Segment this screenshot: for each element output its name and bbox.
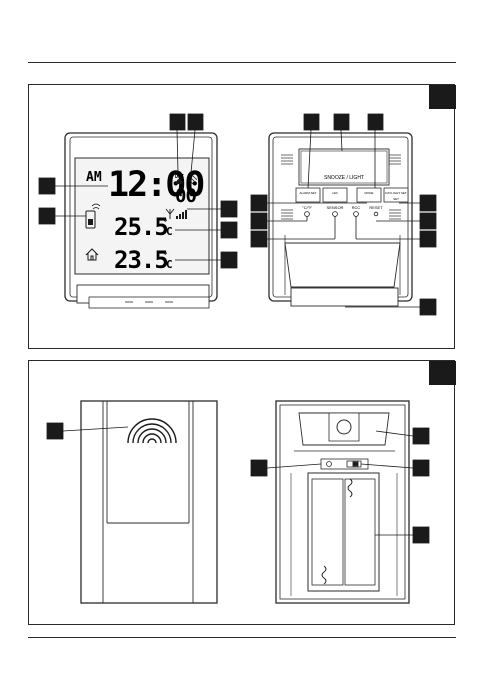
rear-set-label: SET xyxy=(393,197,399,201)
signal-strength-icon xyxy=(176,210,187,219)
indoor-temperature: 25.5 xyxy=(114,213,168,241)
bottom-rule xyxy=(28,637,456,638)
rear-cf-label: °C/°F xyxy=(302,205,312,210)
rear-sensor-label: SENSOR xyxy=(327,205,344,210)
sensor-back xyxy=(275,400,410,604)
rear-mode-label: MODE xyxy=(365,191,374,195)
top-rule xyxy=(28,62,456,63)
figure-2-panel xyxy=(28,360,456,625)
figure-number-tab xyxy=(429,85,456,109)
radio-signal-icon xyxy=(186,173,198,185)
outdoor-sensor-icon xyxy=(85,203,101,229)
figure-2-drawing xyxy=(46,361,456,604)
rear-alarm-label: ALARM SET xyxy=(299,191,316,195)
indoor-unit: C xyxy=(166,225,173,238)
station-front: AM 12:00 DST 00 xyxy=(64,132,218,309)
dst-indicator: DST xyxy=(175,174,184,180)
station-back: SNOOZE / LIGHT ALARM SET 12/h MODE DAYLI… xyxy=(268,132,413,307)
rear-12-24-label: 12/h xyxy=(332,191,338,195)
indoor-degree: ° xyxy=(163,218,168,227)
callout-markers-front xyxy=(38,113,238,269)
callout-markers-sensor-front xyxy=(46,422,129,440)
outdoor-degree: ° xyxy=(163,251,168,260)
antenna-icon xyxy=(165,208,175,219)
am-indicator: AM xyxy=(86,170,102,185)
figure-1-drawing: AM 12:00 DST 00 xyxy=(38,85,456,316)
home-icon xyxy=(85,248,99,261)
callout-markers-back xyxy=(250,113,437,316)
sensor-front xyxy=(80,400,218,604)
outdoor-temperature: 23.5 xyxy=(114,246,168,274)
time-display: 12:00 xyxy=(108,165,203,205)
rear-rcc-label: RCC xyxy=(352,205,361,210)
rear-daylight-label: DAYLIGHT SET xyxy=(385,191,407,195)
outdoor-unit: C xyxy=(166,258,173,271)
callout-markers-sensor-back xyxy=(250,427,430,544)
rear-reset-label: RESET xyxy=(369,205,383,210)
alarm-bell-icon xyxy=(175,179,183,184)
rear-snooze-label: SNOOZE / LIGHT xyxy=(324,175,364,181)
date-display: 00 xyxy=(175,185,196,207)
figure-1-panel: AM 12:00 DST 00 xyxy=(28,84,456,349)
figure-number-tab xyxy=(429,361,456,385)
hanging-hole xyxy=(336,419,352,435)
radio-waves-icon xyxy=(127,418,177,444)
